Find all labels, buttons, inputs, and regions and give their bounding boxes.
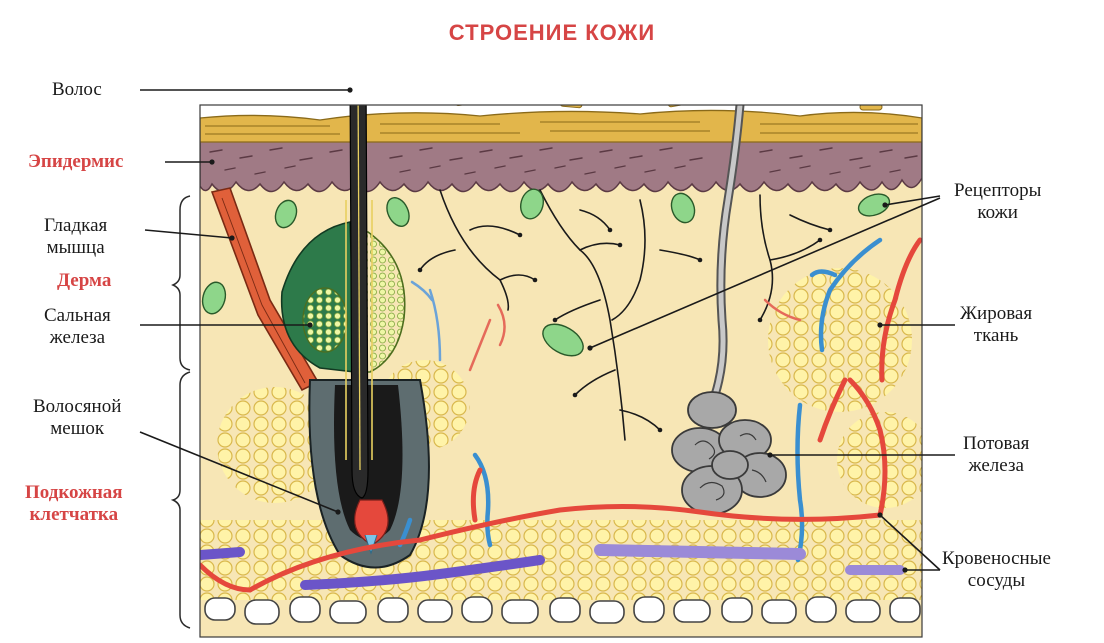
diagram-title: СТРОЕНИЕ КОЖИ (0, 20, 1104, 46)
label-epidermis: Эпидермис (28, 151, 123, 173)
layer-brackets (173, 196, 190, 628)
label-dermis: Дерма (57, 270, 111, 292)
epidermis-layer (200, 140, 922, 192)
connective-base (205, 597, 920, 624)
label-hair: Волос (52, 79, 102, 101)
